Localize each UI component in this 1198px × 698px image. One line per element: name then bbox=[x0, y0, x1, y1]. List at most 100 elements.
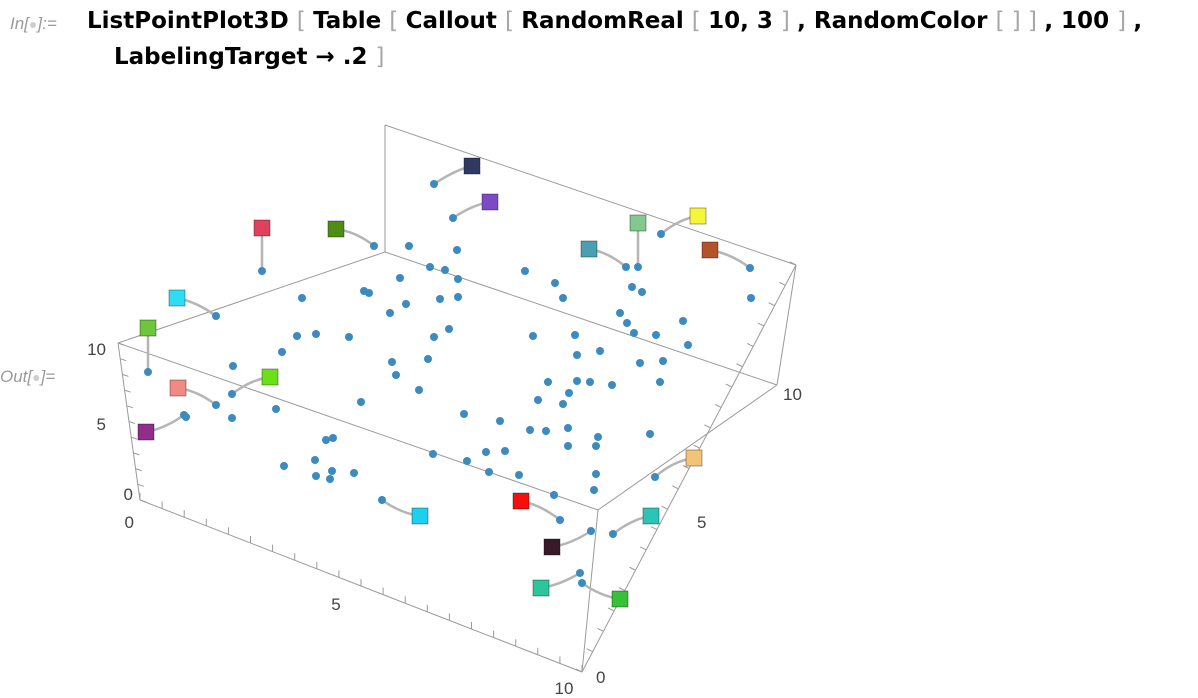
tick-mark bbox=[672, 485, 679, 490]
data-point bbox=[529, 332, 537, 340]
data-point bbox=[482, 448, 490, 456]
data-point bbox=[608, 381, 616, 389]
callout-color-swatch bbox=[689, 207, 707, 225]
data-point bbox=[656, 378, 664, 386]
code-token: Table bbox=[313, 8, 390, 34]
input-code-line-1[interactable]: ListPointPlot3D [ Table [ Callout [ Rand… bbox=[87, 8, 1142, 34]
data-point bbox=[628, 283, 636, 291]
data-point bbox=[328, 467, 336, 475]
tick-mark bbox=[650, 526, 658, 530]
data-point bbox=[441, 266, 449, 274]
data-point bbox=[501, 447, 509, 455]
code-token: [ bbox=[691, 8, 709, 34]
code-token: RandomReal bbox=[521, 8, 692, 34]
tick-mark bbox=[725, 383, 733, 388]
data-point bbox=[587, 527, 595, 535]
code-token: [ bbox=[504, 8, 522, 34]
data-point bbox=[182, 413, 190, 421]
callout-color-swatch bbox=[168, 289, 186, 307]
callout-color-swatch bbox=[253, 219, 271, 237]
tick-mark bbox=[789, 261, 797, 266]
tick-mark bbox=[122, 373, 129, 377]
data-point bbox=[630, 329, 638, 337]
data-point bbox=[646, 430, 654, 438]
tick-label: 5 bbox=[97, 415, 106, 434]
callout-color-swatch bbox=[642, 507, 660, 525]
data-point bbox=[454, 293, 462, 301]
data-point bbox=[550, 491, 558, 499]
data-points bbox=[144, 180, 755, 587]
callout-color-swatch bbox=[685, 449, 703, 467]
data-point bbox=[396, 274, 404, 282]
callout-color-swatch bbox=[701, 241, 719, 259]
tick-label: 10 bbox=[555, 679, 574, 698]
data-point bbox=[565, 389, 573, 397]
data-point bbox=[430, 333, 438, 341]
data-point bbox=[657, 230, 665, 238]
tick-mark bbox=[704, 424, 711, 429]
code-token: , RandomColor bbox=[797, 8, 996, 34]
tick-mark bbox=[746, 342, 754, 347]
data-point bbox=[402, 300, 410, 308]
data-point bbox=[429, 450, 437, 458]
tick-mark bbox=[126, 405, 133, 409]
tick-mark bbox=[120, 358, 127, 362]
input-cell-label: In[●]:= bbox=[10, 14, 57, 33]
callout-color-swatch bbox=[629, 214, 647, 232]
tick-mark bbox=[779, 281, 786, 286]
data-point bbox=[212, 312, 220, 320]
tick-label: 5 bbox=[331, 595, 340, 614]
tick-mark bbox=[128, 421, 136, 424]
box-edge bbox=[117, 342, 599, 511]
callout-color-swatch bbox=[532, 579, 550, 597]
data-point bbox=[350, 469, 358, 477]
data-point bbox=[415, 386, 423, 394]
data-point bbox=[576, 569, 584, 577]
data-point bbox=[571, 331, 579, 339]
data-point bbox=[280, 462, 288, 470]
callout-color-swatch bbox=[481, 193, 499, 211]
code-token: [ bbox=[296, 8, 314, 34]
tick-mark bbox=[133, 452, 140, 456]
data-point bbox=[596, 347, 604, 355]
box-edge bbox=[384, 251, 778, 386]
box-edge bbox=[117, 251, 386, 344]
data-point bbox=[679, 317, 687, 325]
code-token: , 100 bbox=[1044, 8, 1118, 34]
data-point bbox=[746, 264, 754, 272]
box-edge bbox=[597, 384, 778, 511]
data-point bbox=[564, 442, 572, 450]
data-point bbox=[454, 275, 462, 283]
tick-mark bbox=[693, 444, 700, 449]
callout-color-swatch bbox=[580, 240, 598, 258]
callout-color-swatch bbox=[611, 590, 629, 608]
data-point bbox=[544, 378, 552, 386]
tick-label: 0 bbox=[125, 513, 134, 532]
tick-mark bbox=[586, 648, 593, 653]
data-point bbox=[616, 309, 624, 317]
code-token: LabelingTarget → .2 bbox=[114, 44, 376, 70]
callout-color-swatch bbox=[463, 157, 481, 175]
tick-mark bbox=[139, 499, 147, 503]
input-code-line-2[interactable]: LabelingTarget → .2 ] bbox=[114, 44, 385, 70]
code-token: , bbox=[1133, 8, 1143, 34]
box-edge bbox=[581, 509, 599, 673]
tick-mark bbox=[137, 483, 144, 487]
code-token: ] bbox=[1117, 8, 1134, 34]
callout-color-swatch bbox=[327, 220, 345, 238]
data-point bbox=[430, 180, 438, 188]
callout-color-swatch bbox=[543, 538, 561, 556]
code-token: [ bbox=[389, 8, 406, 34]
tick-label: 0 bbox=[124, 485, 133, 504]
data-point bbox=[228, 390, 236, 398]
tick-mark bbox=[736, 363, 743, 368]
plot-bounding-box bbox=[117, 124, 797, 673]
tick-mark bbox=[124, 389, 131, 393]
data-point bbox=[592, 470, 600, 478]
data-point bbox=[278, 348, 286, 356]
tick-mark bbox=[629, 566, 636, 571]
data-point bbox=[453, 246, 461, 254]
data-point bbox=[293, 332, 301, 340]
data-point bbox=[594, 433, 602, 441]
